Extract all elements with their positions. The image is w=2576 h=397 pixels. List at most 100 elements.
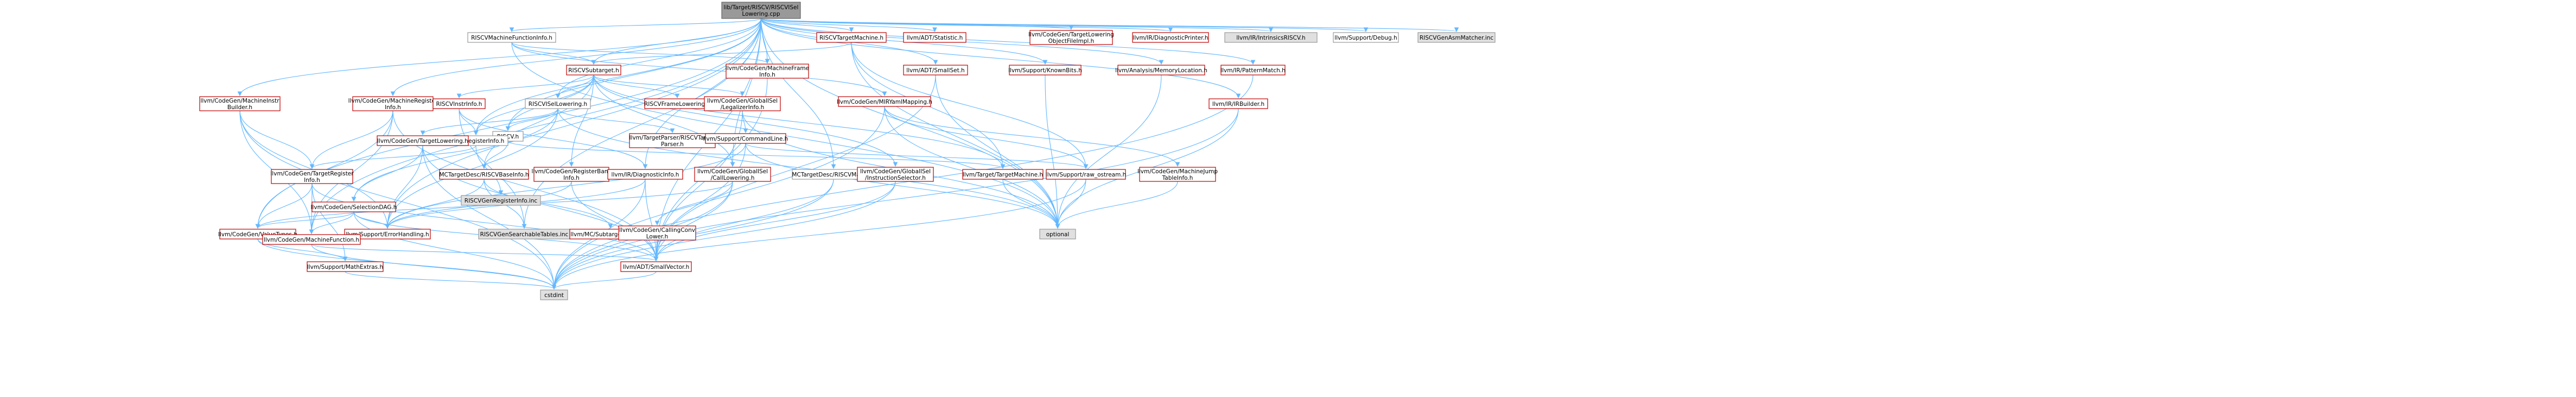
node-layer: lib/Target/RISCV/RISCVISelLowering.cppRI… <box>199 2 1496 300</box>
node-rawostream[interactable]: llvm/Support/raw_ostream.h <box>1046 169 1127 180</box>
edge-subtarget-to-instselector <box>593 74 898 167</box>
edge-root-to-asmmatcher <box>760 18 1459 33</box>
edge-root-to-patternmatch <box>760 18 1256 65</box>
node-statistic[interactable]: llvm/ADT/Statistic.h <box>903 32 966 43</box>
node-label: RISCVGenSearchableTables.inc <box>480 231 569 238</box>
edge-patternmatch-to-cstdint <box>551 74 1254 290</box>
node-mathextras[interactable]: llvm/Support/MathExtras.h <box>307 261 384 272</box>
edge-targetreg-to-valuetypes <box>255 183 313 229</box>
edge-mirymlmapping-to-rawostream <box>884 106 1089 169</box>
node-targetmachine[interactable]: llvm/Target/TargetMachine.h <box>962 169 1044 180</box>
node-smallvector[interactable]: llvm/ADT/SmallVector.h <box>620 261 692 272</box>
node-genreginfo: RISCVGenRegisterInfo.inc <box>461 195 541 206</box>
node-label: llvm/ADT/Statistic.h <box>907 35 963 41</box>
node-label: TableInfo.h <box>1162 175 1193 181</box>
node-label: Info.h <box>304 177 320 184</box>
node-label: llvm/IR/DiagnosticPrinter.h <box>1133 35 1208 41</box>
edge-root-to-isellowering <box>555 18 762 99</box>
node-errorhandling[interactable]: llvm/Support/ErrorHandling.h <box>344 229 431 240</box>
edge-targetlowering-to-seldag <box>351 145 423 202</box>
edge-mathextras-to-cstdint <box>345 271 557 290</box>
node-label: Lowering.cpp <box>742 11 780 17</box>
node-mcmatint[interactable]: MCTargetDesc/RISCVMatInt.h <box>792 169 875 180</box>
edge-isellowering-to-seldag <box>351 108 558 202</box>
edge-valuetypes-to-mathextras <box>257 238 348 262</box>
node-instrinfo[interactable]: RISCVInstrInfo.h <box>432 98 486 109</box>
node-diaginfo[interactable]: llvm/IR/DiagnosticInfo.h <box>607 169 683 180</box>
edge-diaginfo-to-smallvector <box>645 179 659 262</box>
edge-subtarget-to-mctarget <box>481 74 594 169</box>
node-diagprinter[interactable]: llvm/IR/DiagnosticPrinter.h <box>1132 32 1209 43</box>
node-optional: optional <box>1039 229 1076 240</box>
edge-root-to-optional <box>760 18 1060 229</box>
node-label: llvm/IR/IRBuilder.h <box>1212 101 1264 108</box>
node-intrinsics: llvm/IR/IntrinsicsRISCV.h <box>1224 32 1318 43</box>
node-label: lib/Target/RISCV/RISCVISel <box>724 4 799 11</box>
node-mctarget[interactable]: MCTargetDesc/RISCVBaseInfo.h <box>439 169 529 180</box>
node-label: llvm/CodeGen/MachineInstr <box>200 98 279 104</box>
edge-seldag-to-valuetypes <box>255 211 354 229</box>
edge-memloc-to-optional <box>1055 74 1162 229</box>
node-instselector[interactable]: llvm/CodeGen/GlobalISel/InstructionSelec… <box>857 167 934 182</box>
node-debug[interactable]: llvm/Support/Debug.h <box>1333 32 1399 43</box>
node-label: llvm/Support/Debug.h <box>1334 35 1397 41</box>
node-label: RISCVISelLowering.h <box>529 101 587 108</box>
node-isellowering[interactable]: RISCVISelLowering.h <box>525 98 591 109</box>
node-label: Lower.h <box>646 234 668 240</box>
node-label: llvm/ADT/SmallVector.h <box>623 264 690 270</box>
node-machinefunction[interactable]: llvm/CodeGen/MachineFunction.h <box>262 234 361 245</box>
edge-subtarget-to-targetmachine <box>593 74 1006 169</box>
edge-callingconv-to-smallvector <box>653 240 659 262</box>
node-label: llvm/CodeGen/MachineFrame <box>726 65 809 72</box>
node-label: llvm/Target/TargetMachine.h <box>963 172 1043 178</box>
node-calllowering[interactable]: llvm/CodeGen/GlobalISel/CallLowering.h <box>694 167 771 182</box>
edge-mctarget-to-subtargetfeature <box>484 179 613 229</box>
node-patternmatch[interactable]: llvm/IR/PatternMatch.h <box>1220 65 1286 75</box>
node-label: llvm/CodeGen/CallingConv <box>619 227 695 234</box>
node-mfi[interactable]: RISCVMachineFunctionInfo.h <box>467 32 556 43</box>
node-frameLowering[interactable]: RISCVFrameLowering.h <box>644 98 710 109</box>
node-label: MCTargetDesc/RISCVBaseInfo.h <box>439 172 529 178</box>
node-label: llvm/TargetParser/RISCVTarget <box>629 135 716 141</box>
node-commandline[interactable]: llvm/Support/CommandLine.h <box>703 133 788 144</box>
edge-root-to-tm <box>760 18 854 33</box>
node-irbuilder[interactable]: llvm/IR/IRBuilder.h <box>1209 98 1268 109</box>
node-subtarget[interactable]: RISCVSubtarget.h <box>566 65 621 75</box>
node-label: llvm/CodeGen/SelectionDAG.h <box>311 204 397 211</box>
node-memloc[interactable]: llvm/Analysis/MemoryLocation.h <box>1115 65 1207 75</box>
edge-subtarget-to-isellowering <box>555 74 594 99</box>
node-label: llvm/CodeGen/GlobalISel <box>860 168 931 175</box>
node-label: RISCVSubtarget.h <box>568 67 619 74</box>
node-label: RISCVGenAsmMatcher.inc <box>1420 35 1493 41</box>
node-label: llvm/CodeGen/TargetRegister <box>270 171 354 177</box>
edge-root-to-knownbits <box>760 18 1048 65</box>
edge-isellowering-to-riscvh <box>505 108 558 131</box>
node-label: llvm/Support/KnownBits.h <box>1008 67 1082 74</box>
edge-irbuilder-to-cstdint <box>551 108 1239 290</box>
edge-subtarget-to-frameLowering <box>593 74 680 99</box>
node-valuetypes[interactable]: llvm/CodeGen/ValueTypes.h <box>218 229 297 240</box>
node-label: llvm/CodeGen/RegisterBank <box>531 168 612 175</box>
edge-root-to-statistic <box>760 18 937 33</box>
node-knownbits[interactable]: llvm/Support/KnownBits.h <box>1008 65 1082 75</box>
node-targetlowering[interactable]: llvm/CodeGen/TargetLowering.h <box>377 135 469 146</box>
node-mirymlmapping[interactable]: llvm/CodeGen/MIRYamlMapping.h <box>837 96 932 107</box>
node-seldag[interactable]: llvm/CodeGen/SelectionDAG.h <box>311 201 397 212</box>
node-smallset[interactable]: llvm/ADT/SmallSet.h <box>903 65 968 75</box>
node-tm[interactable]: RISCVTargetMachine.h <box>816 32 887 43</box>
edge-reginfo-to-targetreg <box>309 145 476 169</box>
node-label: RISCVFrameLowering.h <box>644 101 710 108</box>
node-root[interactable]: lib/Target/RISCV/RISCVISelLowering.cpp <box>721 2 801 19</box>
node-legalizer[interactable]: llvm/CodeGen/GlobalISel/LegalizerInfo.h <box>704 96 781 111</box>
node-tlof[interactable]: llvm/CodeGen/TargetLoweringObjectFileImp… <box>1028 30 1114 45</box>
edge-commandline-to-rawostream <box>745 143 1089 169</box>
node-asmmatcher: RISCVGenAsmMatcher.inc <box>1417 32 1496 43</box>
